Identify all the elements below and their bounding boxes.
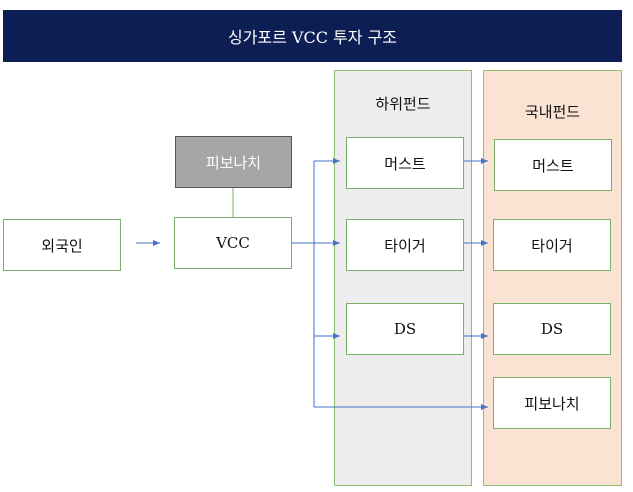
domestic-fund-item-must: 머스트: [494, 139, 612, 191]
sub-fund-item-label: 타이거: [384, 236, 426, 255]
domestic-fund-item-label: 피보나치: [524, 394, 580, 413]
foreigner-node: 외국인: [3, 219, 121, 271]
domestic-fund-item-fibonacci: 피보나치: [493, 377, 611, 429]
domestic-fund-item-tiger: 타이거: [493, 219, 611, 271]
domestic-fund-item-label: DS: [540, 320, 564, 338]
sub-fund-item-must: 머스트: [346, 137, 464, 189]
domestic-fund-item-label: 타이거: [531, 236, 573, 255]
sub-fund-item-label: 머스트: [384, 154, 426, 173]
vcc-label: VCC: [216, 234, 250, 252]
fibonacci-top-node: 피보나치: [175, 136, 292, 188]
sub-fund-item-label: DS: [393, 320, 417, 338]
title-bar: 싱가포르 VCC 투자 구조: [3, 10, 622, 62]
fibonacci-top-label: 피보나치: [205, 153, 262, 172]
page-title: 싱가포르 VCC 투자 구조: [227, 28, 398, 47]
vcc-node: VCC: [174, 217, 292, 269]
sub-fund-item-ds: DS: [346, 303, 464, 355]
sub-fund-label: 하위펀드: [375, 95, 431, 113]
foreigner-label: 외국인: [41, 236, 83, 255]
domestic-fund-item-label: 머스트: [532, 156, 574, 175]
domestic-fund-label: 국내펀드: [524, 103, 581, 121]
sub-fund-item-tiger: 타이거: [346, 219, 464, 271]
domestic-fund-item-ds: DS: [493, 303, 611, 355]
